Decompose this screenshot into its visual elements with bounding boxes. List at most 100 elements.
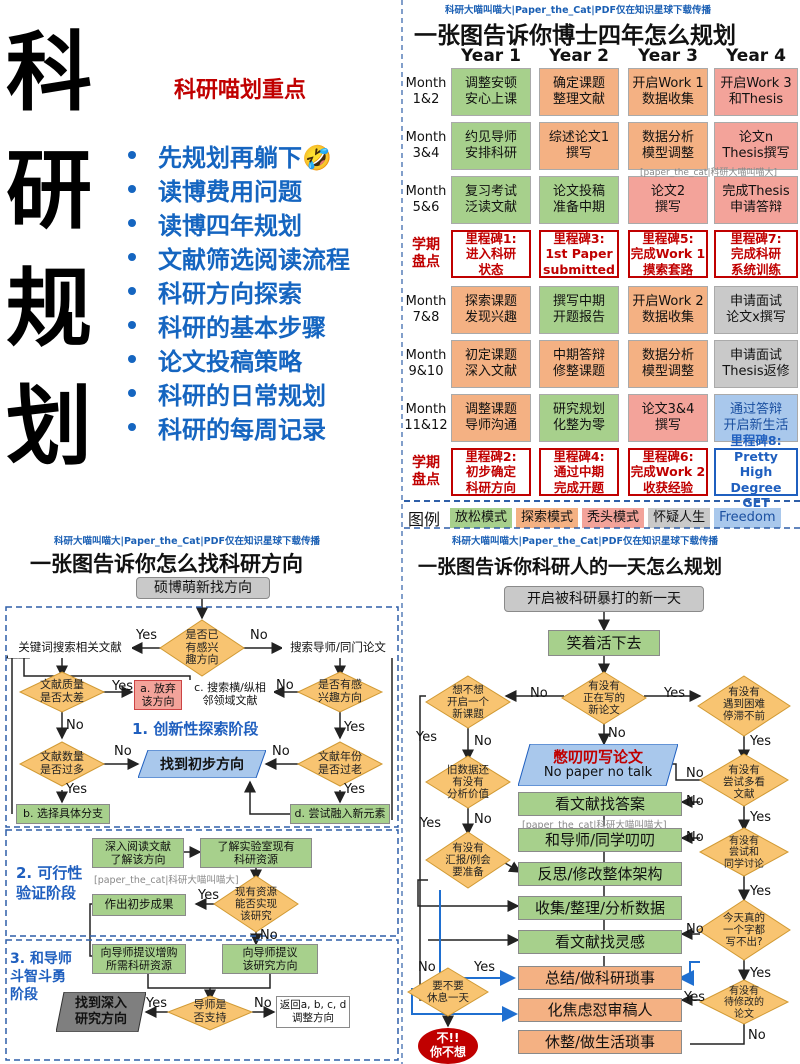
bullet-icon [128,287,136,295]
label-no: No [272,744,290,759]
decision-diamond [166,995,254,1031]
label-no: No [418,960,436,975]
year-header: Year 3 [638,46,698,66]
decision-tried-lit: 有没有 尝试多看 文献 [723,763,765,801]
milestone-cell: 里程碑5: 完成Work 1 摸索套路 [628,230,708,278]
highlights-heading: 科研喵划重点 [174,78,307,103]
toc-item[interactable]: 科研的日常规划 [128,376,350,410]
label-no: No [686,766,704,781]
label-no: No [254,996,272,1011]
toc-item-label: 科研方向探索 [158,279,302,308]
plan-cell: 探索课题 发现兴趣 [451,286,531,334]
toc-item[interactable]: 科研的每周记录 [128,410,350,444]
smile-node: 笑着活下去 [548,630,660,656]
write-paper[interactable]: 憋叨叨写论文 No paper no talk [518,744,678,786]
toc-item[interactable]: 科研方向探索 [128,274,350,308]
find-deep-direction[interactable]: 找到深入 研究方向 [56,992,146,1032]
watermark: 科研大喵叫喵大|Paper_the_Cat|PDF仅在知识星球下载传播 [445,5,711,16]
plan-cell: 研究规划 化整为零 [539,394,619,442]
decision-report: 有没有 汇报/例会 要准备 [445,841,491,879]
inspiration[interactable]: 看文献找灵感 [518,930,682,954]
find-initial-direction[interactable]: 找到初步方向 [138,750,266,778]
abandon-direction[interactable]: a. 放弃 该方向 [134,680,182,710]
legend-label: 图例 [408,510,441,529]
month-label: Month 7&8 [405,293,447,325]
plan-cell: 通过答辩 开启新生活 [714,394,798,442]
semester-review-label: 学期 盘点 [412,236,440,271]
legend: 图例 放松模式 探索模式 秃头模式 怀疑人生 Freedom [408,506,781,530]
no-want-node: 不!! 你不想 [418,1028,478,1064]
inner-watermark: [paper_the_cat|科研大喵叫喵大] [94,875,239,886]
stage-3-label: 3. 和导师 斗智斗勇 阶段 [10,951,72,1004]
choose-branch[interactable]: b. 选择具体分支 [16,804,110,824]
label-no: No [474,734,492,749]
big-title-vertical: 科 研 规 划 [6,30,106,502]
toc-item[interactable]: 文献筛选阅读流程 [128,240,350,274]
month-label: Month 1&2 [405,75,447,107]
reflect[interactable]: 反思/修改整体架构 [518,862,682,886]
plan-cell: 开启Work 2 数据收集 [628,286,708,334]
bullet-icon [128,321,136,329]
decision-has-interest-2: 是否有感 兴趣方向 [318,678,362,704]
toc-item[interactable]: 论文投稿策略 [128,342,350,376]
read-answer[interactable]: 看文献找答案 [518,792,682,816]
toc-item[interactable]: 科研的基本步骤 [128,308,350,342]
deep-read: 深入阅读文献 了解该方向 [92,838,184,868]
search-adjacent: c. 搜索横/纵相 邻领域文献 [186,680,274,708]
start-node: 开启被科研暴打的新一天 [504,586,704,612]
label-yes: Yes [750,810,771,825]
watermark: 科研大喵叫喵大|Paper_the_Cat|PDF仅在知识星球下载传播 [452,536,718,547]
decision-writing: 有没有 正在写的 新论文 [583,679,625,717]
decision-diamond [296,741,384,787]
plan-cell: 申请面试 论文x撰写 [714,286,798,334]
label-yes: Yes [146,996,167,1011]
collect-data[interactable]: 收集/整理/分析数据 [518,896,682,920]
label-no: No [748,1028,766,1043]
big-char: 规 [6,259,92,359]
legend-item-relax: 放松模式 [450,508,513,528]
milestone-cell: 里程碑1: 进入科研 状态 [451,230,531,278]
cell-watermark: [paper_the_cat|科研大喵叫喵大] [640,168,777,178]
plan-cell: 确定课题 整理文献 [539,68,619,116]
milestone-cell: 里程碑3: 1st Paper submitted [539,230,619,278]
bullet-icon [128,185,136,193]
write-paper-label: 憋叨叨写论文 [552,747,643,766]
plan-cell: 开启Work 1 数据收集 [628,68,708,116]
watermark: 科研大喵叫喵大|Paper_the_Cat|PDF仅在知识星球下载传播 [54,536,320,547]
plan-cell: 约见导师 安排科研 [451,122,531,170]
decision-lit-age: 文献年份 是否过老 [318,750,362,776]
label-yes: Yes [112,679,133,694]
big-char: 研 [6,141,92,241]
milestone-cell: 里程碑4: 通过中期 完成开题 [539,448,619,496]
rest-life[interactable]: 休整/做生活琐事 [518,1030,682,1054]
plan-cell: 论文2 撰写 [628,176,708,224]
toc-list: 先规划再躺下🤣 读博费用问题 读博四年规划 文献筛选阅读流程 科研方向探索 科研… [128,138,350,444]
propose-research: 向导师提议 该研究方向 [222,944,318,974]
focus-review[interactable]: 化焦虑怼审稿人 [518,998,682,1022]
label-no: No [686,794,704,809]
decision-lit-quality: 文献质量 是否太差 [40,678,84,704]
toc-item-label: 论文投稿策略 [158,347,302,376]
bullet-icon [128,355,136,363]
decision-new-topic: 想不想 开启一个 新课题 [447,683,489,721]
summary-chores[interactable]: 总结/做科研琐事 [518,966,682,990]
talk-advisor[interactable]: 和导师/同学叨叨 [518,828,682,852]
year-header: Year 1 [461,46,521,66]
no-paper-label: No paper no talk [543,765,653,781]
plan-cell: 调整安顿 安心上课 [451,68,531,116]
plan-cell: 论文n Thesis撰写 [714,122,798,170]
bullet-icon [128,253,136,261]
milestone-cell: 里程碑2: 初步确定 科研方向 [451,448,531,496]
label-yes: Yes [66,782,87,797]
return-adjust[interactable]: 返回a, b, c, d 调整方向 [276,996,350,1028]
milestone-cell: 里程碑6: 完成Work 2 收获经验 [628,448,708,496]
bullet-icon [128,219,136,227]
toc-item[interactable]: 先规划再躺下🤣 [128,138,350,172]
toc-item[interactable]: 读博四年规划 [128,206,350,240]
toc-item[interactable]: 读博费用问题 [128,172,350,206]
decision-diamond [18,741,106,787]
toc-item-label: 科研的日常规划 [158,381,326,410]
direction-title: 一张图告诉你怎么找科研方向 [30,552,303,576]
try-new-element[interactable]: d. 尝试融入新元素 [290,804,390,824]
